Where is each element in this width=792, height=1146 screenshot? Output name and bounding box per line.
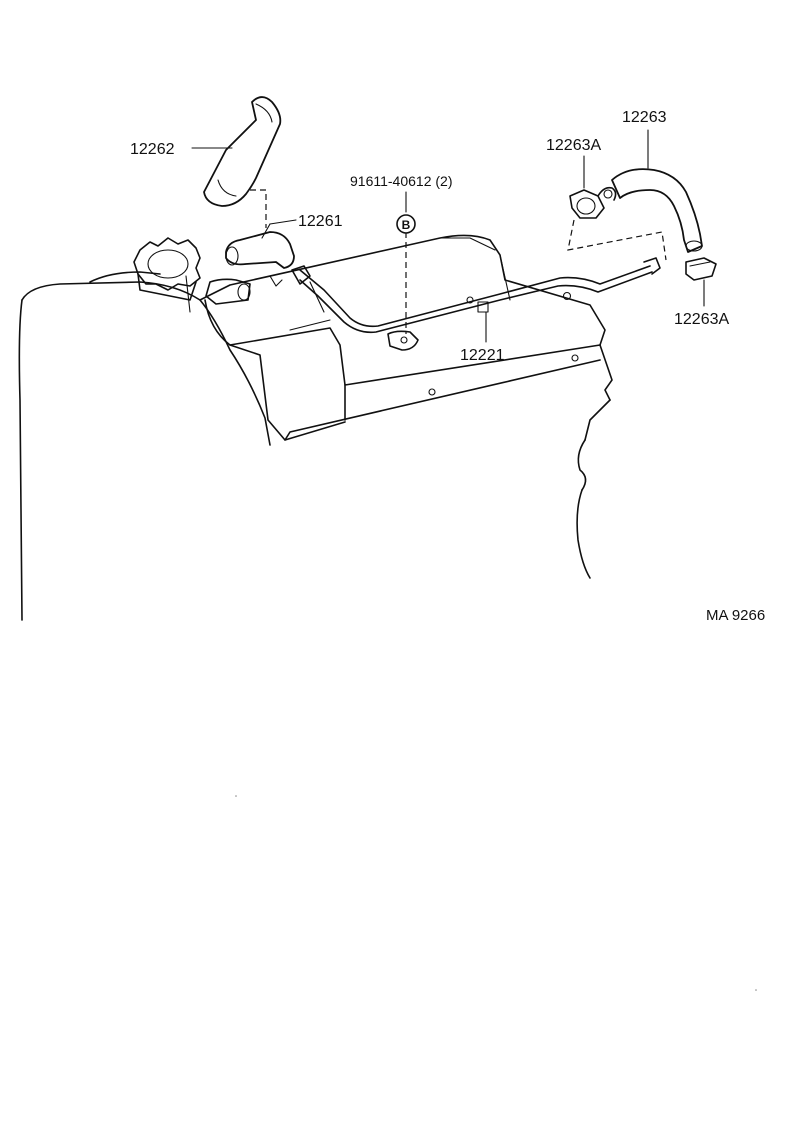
engine-block [18,234,613,621]
figure-code: MA 9266 [706,607,765,624]
label-bolt: 91611-40612 (2) [350,173,452,189]
clamp-12263a-upper [569,186,617,219]
dashed-connector-12263 [567,219,667,261]
label-12262: 12262 [130,141,175,158]
label-12221: 12221 [460,347,505,364]
leader-lines [191,129,705,343]
label-12263: 12263 [622,109,667,126]
label-12261: 12261 [298,213,343,230]
label-12263a-upper: 12263A [546,137,601,154]
clamp-12263a-lower [685,257,717,281]
scan-speck [755,989,757,991]
scan-speck [235,795,237,797]
head-cover-inlet [205,278,251,305]
bolt-marker: B [396,214,416,234]
dashed-connector-12262 [250,189,267,228]
label-12263a-lower: 12263A [674,311,729,328]
pipe-12221 [291,257,661,351]
oil-filler-cap [133,237,201,313]
hose-12262 [203,96,282,207]
hose-12261 [225,231,295,287]
bolt-marker-label: B [402,218,411,232]
hose-12263 [611,168,703,253]
